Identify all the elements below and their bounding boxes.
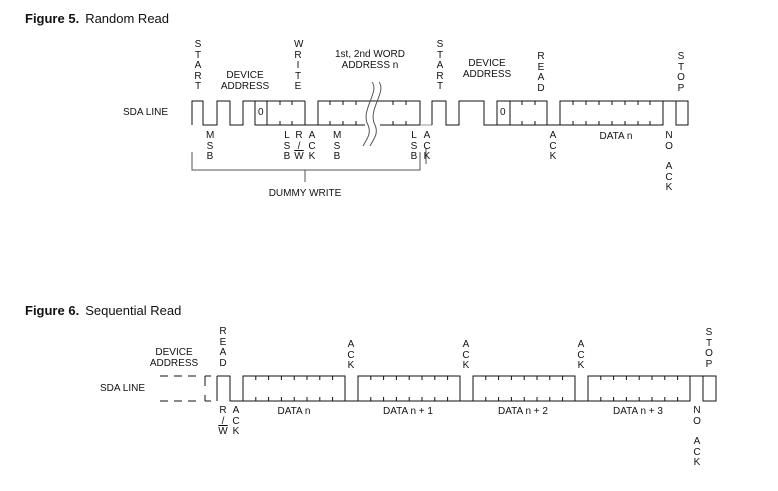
word-label: 1st, 2nd WORD [334, 49, 406, 60]
data-n2-label: DATA n + 2 [498, 406, 548, 417]
write-label: WRITE [294, 39, 304, 92]
figure5-title: Random Read [85, 11, 170, 26]
figure6-title: Sequential Read [85, 303, 182, 318]
read-label: READ [537, 51, 545, 94]
rw-label: R/W [218, 405, 228, 438]
ack-label-3: ACK [549, 130, 557, 162]
ack-label-2: ACK [462, 339, 470, 371]
device-label: DEVICE [155, 347, 193, 358]
dummy-write-label: DUMMY WRITE [268, 188, 342, 199]
start-label-2: START [436, 39, 444, 92]
w-letter: W [294, 151, 304, 162]
no-label: NO [665, 130, 673, 152]
w-letter: W [218, 426, 228, 437]
ack-label-1: ACK [347, 339, 355, 371]
figure6-sda-waveform [160, 375, 717, 402]
r-letter: R [295, 130, 303, 141]
address-label: ADDRESS [462, 69, 512, 80]
address-label: ADDRESS [149, 358, 199, 369]
stop-label: STOP [677, 51, 685, 94]
figure5-sda-waveform [191, 81, 689, 164]
sda-line-label: SDA LINE [123, 107, 169, 118]
msb-label-2: MSB [333, 130, 342, 162]
ack-label: ACK [232, 405, 240, 437]
sda-line-label: SDA LINE [100, 383, 146, 394]
lsb-label-2: LSB [410, 130, 418, 162]
data-n-label: DATA n [599, 131, 633, 142]
msb-label: MSB [206, 130, 215, 162]
device-label: DEVICE [226, 70, 264, 81]
slash: / [221, 415, 225, 427]
figure5-number: Figure 5. [25, 11, 80, 26]
data-n1-label: DATA n + 1 [383, 406, 433, 417]
ack-label-2: ACK [423, 130, 431, 162]
data-n3-label: DATA n + 3 [613, 406, 663, 417]
lsb-label: LSB [283, 130, 291, 162]
ack-label-3: ACK [577, 339, 585, 371]
ack-label: ACK [308, 130, 316, 162]
zero-bit-2: 0 [500, 107, 506, 118]
no-ack-label: ACK [665, 161, 673, 193]
figure5-caption: Figure 5. Random Read [25, 11, 169, 26]
no-ack-label: ACK [693, 436, 701, 468]
stop-label: STOP [705, 327, 713, 370]
r-letter: R [219, 405, 227, 416]
slash: / [297, 140, 301, 152]
data-n-label: DATA n [277, 406, 311, 417]
zero-bit: 0 [258, 107, 264, 118]
rw-label: R/W [294, 130, 304, 163]
dummy-write-bracket [191, 152, 421, 182]
read-label: READ [219, 326, 227, 369]
figure6-number: Figure 6. [25, 303, 80, 318]
no-label: NO [693, 405, 701, 427]
figure6-caption: Figure 6. Sequential Read [25, 303, 181, 318]
device-label: DEVICE [468, 58, 506, 69]
start-label: START [194, 39, 202, 92]
address-label: ADDRESS [220, 81, 270, 92]
address-n-label: ADDRESS n [341, 60, 399, 71]
